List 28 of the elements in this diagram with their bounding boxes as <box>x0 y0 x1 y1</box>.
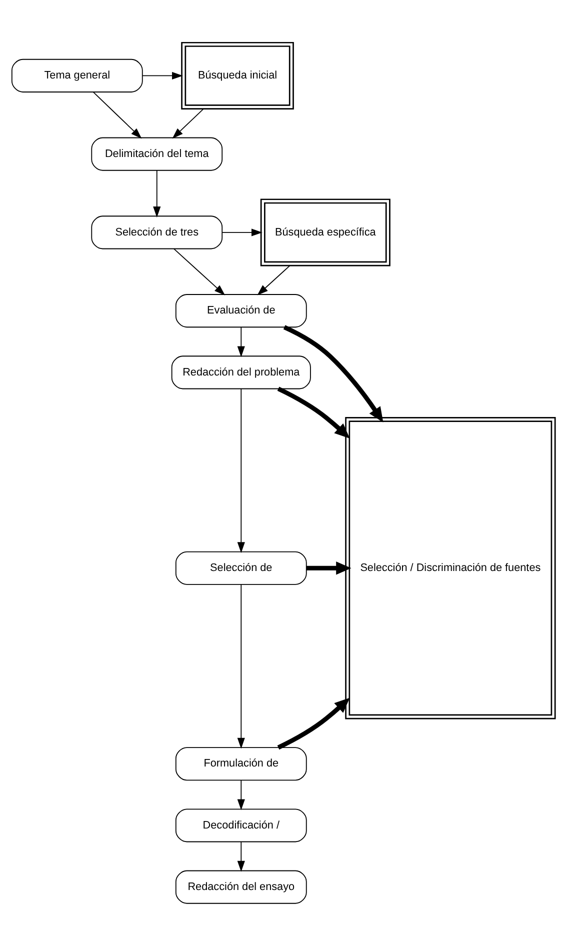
arrow <box>237 842 245 872</box>
arrow <box>277 386 350 438</box>
node-box: Delimitación del tema <box>91 137 223 171</box>
arrow <box>283 325 384 422</box>
arrow <box>92 92 142 139</box>
arrow <box>277 698 350 750</box>
node-box: Selección de tres <box>91 216 223 250</box>
arrow <box>257 265 290 296</box>
node-box: Evaluación de <box>175 294 307 328</box>
node-box: Selección de <box>175 551 307 585</box>
node-box: Tema general <box>11 58 143 92</box>
arrow <box>222 228 262 236</box>
arrow <box>173 248 226 296</box>
node-box: Búsqueda inicial <box>181 42 294 110</box>
node-box: Búsqueda específica <box>260 198 390 266</box>
arrow <box>237 326 245 358</box>
node-box: Formulación de <box>175 747 307 781</box>
arrow <box>153 170 161 218</box>
node-box: Redacción del problema <box>171 356 311 390</box>
arrow <box>237 780 245 810</box>
node-box: Redacción del ensayo <box>175 870 307 904</box>
node-box: Selección / Discriminación de fuentes <box>345 417 556 720</box>
arrow <box>172 108 204 139</box>
arrow <box>237 388 245 553</box>
node-box: Decodificación / <box>175 808 307 842</box>
arrow <box>142 72 183 80</box>
arrow <box>237 584 245 749</box>
arrow <box>306 562 352 575</box>
